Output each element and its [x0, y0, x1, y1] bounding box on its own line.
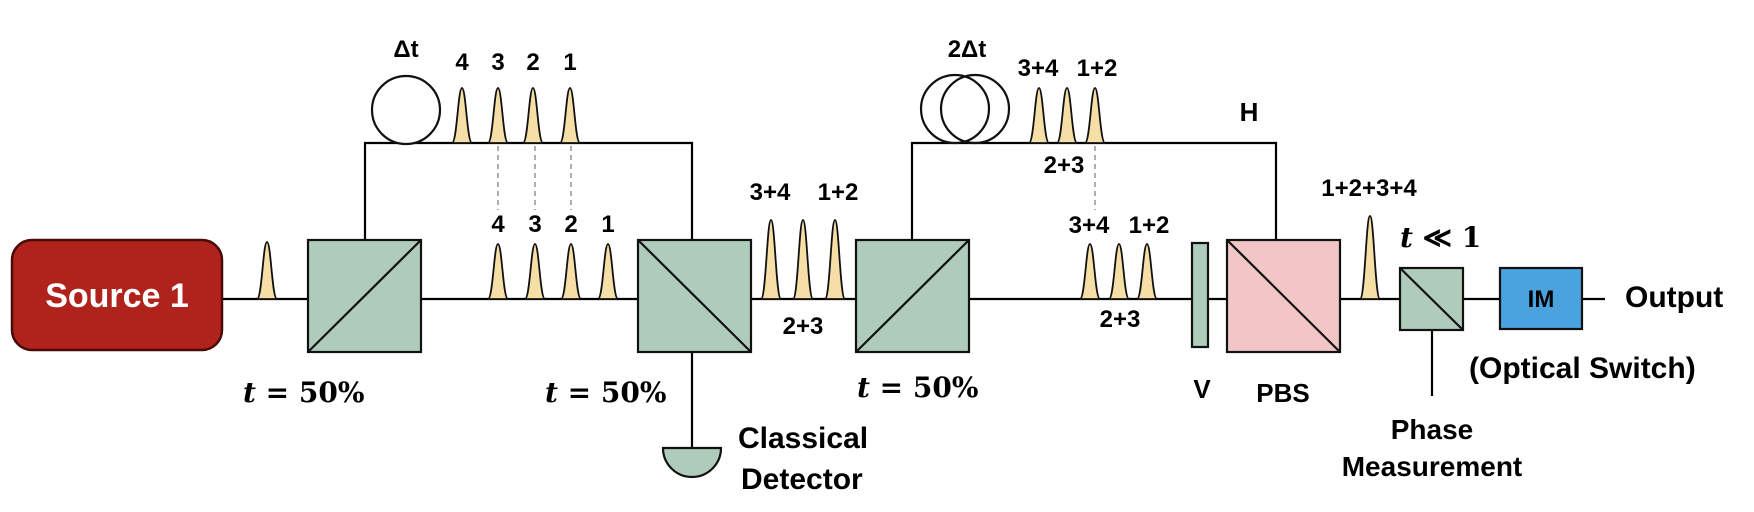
detector-icon — [661, 446, 723, 479]
v-label: V — [1193, 374, 1211, 404]
pulse-combined1-a — [760, 219, 782, 300]
pulse-lower1-3 — [524, 243, 546, 300]
detector-label-line1: Classical — [738, 422, 868, 455]
delay-2-label: 2Δt — [948, 36, 987, 63]
output-label: Output — [1625, 281, 1723, 314]
upper2-label-12: 1+2 — [1077, 55, 1118, 82]
combined1-label-34: 3+4 — [750, 179, 791, 206]
lower1-label-3: 3 — [528, 211, 541, 238]
lower1-label-4: 4 — [491, 211, 505, 238]
final-pulse-label: 1+2+3+4 — [1321, 175, 1417, 202]
pulse-lower2-b — [1108, 243, 1130, 300]
upper2-label-34: 3+4 — [1018, 55, 1059, 82]
pbs-label: PBS — [1256, 378, 1309, 408]
lower2-label-34: 3+4 — [1069, 212, 1110, 239]
pulses — [256, 87, 1381, 300]
lower2-label-12: 1+2 — [1129, 212, 1170, 239]
pulse-lower1-1 — [597, 243, 619, 300]
splitter-3-label: t = 50% — [857, 371, 978, 404]
output-sublabel: (Optical Switch) — [1469, 352, 1696, 385]
beam-splitter-3 — [854, 238, 971, 354]
beam-splitter-1 — [306, 238, 423, 354]
pulse-final — [1359, 215, 1381, 300]
pulse-upper1-4 — [451, 87, 473, 144]
splitter-1-label: t = 50% — [243, 376, 364, 409]
detector-label-line2: Detector — [741, 463, 863, 496]
pulse-labels: 4 3 2 1 4 3 2 1 3+4 1+2 2+3 3+4 1+2 2+3 … — [455, 49, 1417, 340]
pulse-upper1-3 — [487, 87, 509, 144]
upper1-label-4: 4 — [455, 49, 469, 76]
upper1-label-1: 1 — [563, 49, 576, 76]
alignment-guides — [497, 146, 1096, 210]
pulse-upper2-a — [1028, 87, 1050, 144]
pulse-lower1-2 — [560, 243, 582, 300]
switch-ratio-label: t ≪ 1 — [1400, 221, 1481, 254]
pulse-upper1-2 — [522, 87, 544, 144]
pulse-combined1-b — [792, 219, 814, 300]
phase-label-line2: Measurement — [1342, 451, 1523, 482]
lower1-label-2: 2 — [564, 211, 577, 238]
pulse-upper2-c — [1084, 87, 1106, 144]
fiber-delay-2: 2Δt — [919, 36, 1011, 145]
pulse-source — [256, 241, 278, 300]
upper1-label-3: 3 — [491, 49, 504, 76]
switch-splitter — [1398, 266, 1465, 332]
combined1-label-12: 1+2 — [818, 179, 859, 206]
source-1: Source 1 — [10, 238, 224, 352]
classical-detector — [661, 446, 723, 479]
lower2-label-23: 2+3 — [1100, 306, 1141, 333]
upper2-label-23: 2+3 — [1044, 152, 1085, 179]
h-label: H — [1240, 97, 1259, 127]
source-box — [10, 238, 224, 352]
pulse-lower1-4 — [487, 243, 509, 300]
phase-label-line1: Phase — [1391, 414, 1474, 445]
upper1-label-2: 2 — [526, 49, 539, 76]
intensity-modulator: IM — [1498, 266, 1584, 331]
pulse-lower2-a — [1079, 243, 1101, 300]
polarizing-beam-splitter — [1225, 238, 1342, 354]
splitter-2-label: t = 50% — [545, 376, 666, 409]
combined1-label-23: 2+3 — [783, 313, 824, 340]
pulse-upper2-b — [1056, 87, 1078, 144]
fiber-delay-1: Δt — [370, 36, 442, 146]
pulse-combined1-c — [824, 219, 846, 300]
modulator-label: IM — [1528, 286, 1555, 313]
waveplate — [1190, 241, 1210, 349]
delay-1-label: Δt — [393, 36, 418, 63]
pulse-lower2-c — [1136, 243, 1158, 300]
lower1-label-1: 1 — [601, 211, 614, 238]
pulse-upper1-1 — [559, 87, 581, 144]
beam-splitter-2 — [636, 238, 753, 354]
source-label: Source 1 — [45, 277, 189, 315]
